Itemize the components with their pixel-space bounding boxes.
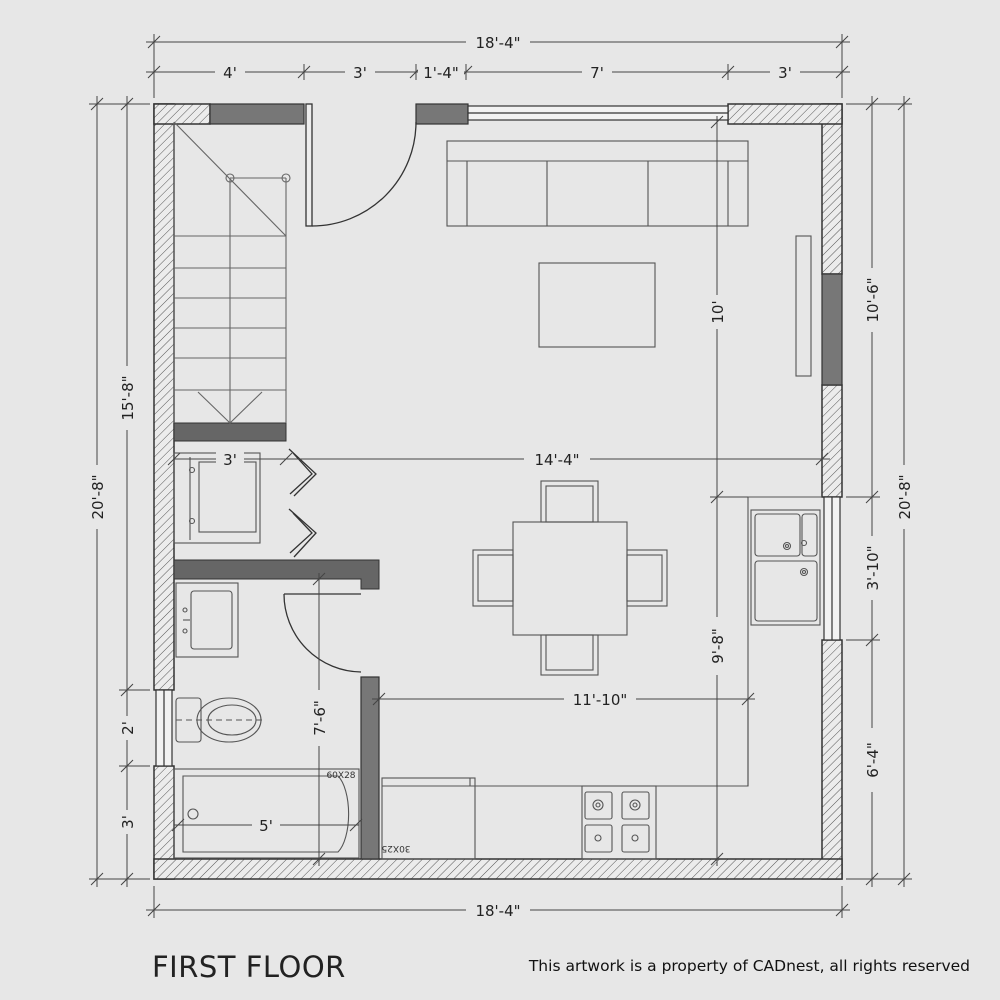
plan-title: FIRST FLOOR xyxy=(152,950,346,984)
dim-left-overall: 20'-8" xyxy=(89,474,107,519)
dim-left-upper: 15'-8" xyxy=(119,375,137,420)
dim-left-window: 2' xyxy=(119,721,137,735)
entry-door xyxy=(305,103,417,227)
tub-size-label: 60X28 xyxy=(326,771,355,781)
dim-interior-9-8: 9'-8" xyxy=(709,628,727,664)
kitchen-counter xyxy=(382,496,822,787)
dim-overall-bottom: 18'-4" xyxy=(475,902,520,920)
dim-overall-top: 18'-4" xyxy=(475,34,520,52)
dim-seg-4: 7' xyxy=(590,64,604,82)
dim-right-overall: 20'-8" xyxy=(896,474,914,519)
cooktop xyxy=(581,785,657,860)
fridge-size-label: 30X25 xyxy=(381,843,410,853)
dim-seg-3: 1'-4" xyxy=(423,64,459,82)
kitchen-sink xyxy=(750,509,821,626)
closet-bifold-doors xyxy=(288,448,317,558)
copyright-notice: This artwork is a property of CADnest, a… xyxy=(528,957,970,975)
dining-set xyxy=(472,480,668,676)
windows xyxy=(155,105,841,767)
dim-tub-length: 5' xyxy=(259,817,273,835)
dim-right-upper: 10'-6" xyxy=(864,277,882,322)
bathtub xyxy=(173,768,360,859)
dim-interior-width: 14'-4" xyxy=(534,451,579,469)
coffee-table xyxy=(538,262,656,348)
dim-kitchen-width: 11'-10" xyxy=(573,691,628,709)
tv-console xyxy=(795,235,812,377)
dimension-lines xyxy=(89,34,912,918)
dim-bath-height: 7'-6" xyxy=(311,700,329,736)
sofa xyxy=(446,140,749,227)
dim-seg-5: 3' xyxy=(778,64,792,82)
bathroom-sink xyxy=(175,582,239,658)
bathroom-door xyxy=(283,593,362,673)
toilet xyxy=(175,697,262,743)
exterior-walls xyxy=(153,103,843,880)
dim-left-lower: 3' xyxy=(119,815,137,829)
wall-openings xyxy=(209,103,843,860)
interior-walls xyxy=(173,422,380,590)
dim-interior-10: 10' xyxy=(709,300,727,323)
refrigerator xyxy=(381,777,476,860)
dim-laundry-width: 3' xyxy=(223,451,237,469)
dim-seg-1: 4' xyxy=(223,64,237,82)
dimension-labels: 18'-4" 4' 3' 1'-4" 7' 3' 18'-4" 20'-8" 1… xyxy=(88,33,914,920)
staircase xyxy=(173,121,291,424)
dim-right-lower: 6'-4" xyxy=(864,742,882,778)
dim-seg-2: 3' xyxy=(353,64,367,82)
dim-right-window: 3'-10" xyxy=(864,545,882,590)
